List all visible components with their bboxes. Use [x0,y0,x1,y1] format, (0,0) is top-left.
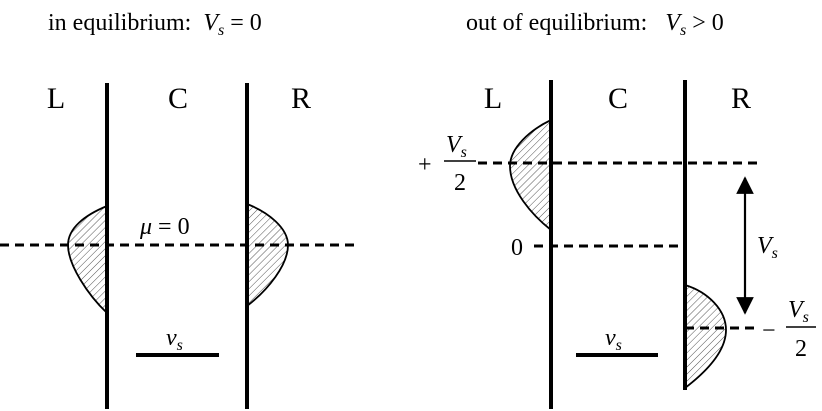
region-label-right: R [291,82,311,115]
equilibrium-title: in equilibrium: Vs= 0 [48,10,262,39]
lower-fraction-denominator: 2 [795,336,807,362]
dot-level-label: vs [605,325,622,354]
left-lead-density-lobe [67,204,108,316]
chemical-potential-label: μ= 0 [139,214,190,240]
lower-potential-label: − Vs 2 [762,297,816,362]
nonequilibrium-panel: out of equilibrium: Vs> 0 L C R + Vs 2 0 [418,10,816,409]
upper-fraction-numerator: Vs [446,132,467,161]
right-lead-density-lobe [246,202,289,308]
right-lead-density-lobe [684,283,727,390]
upper-potential-label: + Vs 2 [418,132,476,196]
lower-fraction-numerator: Vs [788,297,809,326]
region-label-center: C [608,82,628,115]
region-label-center: C [168,82,188,115]
nonequilibrium-title: out of equilibrium: Vs> 0 [466,10,724,39]
svg-text:+: + [418,152,432,178]
bias-voltage-label: Vs [757,233,778,262]
equilibrium-panel: in equilibrium: Vs= 0 L C R μ= 0 vs [0,10,355,409]
region-label-right: R [731,82,751,115]
zero-label: 0 [511,235,523,261]
left-lead-density-lobe [509,118,552,232]
region-label-left: L [47,82,65,115]
upper-fraction-denominator: 2 [454,170,466,196]
svg-text:−: − [762,318,776,344]
dot-level-label: vs [166,325,183,354]
region-label-left: L [484,82,502,115]
